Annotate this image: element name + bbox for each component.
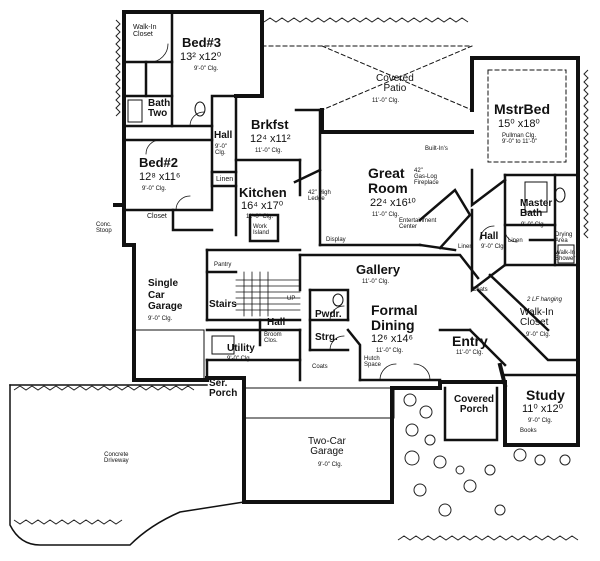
utility-clg: 9'-0" Clg. bbox=[227, 356, 252, 362]
hall-top-name: Hall bbox=[214, 130, 233, 141]
landscape-shrubs bbox=[13, 17, 589, 541]
garage-door-right bbox=[243, 387, 395, 419]
bed2-dim: 12⁸ x11⁶ bbox=[139, 171, 181, 183]
entry-name: Entry bbox=[452, 333, 488, 349]
great-room-dim: 22⁴ x16¹⁰ bbox=[370, 197, 416, 209]
built-ins: Built-In's bbox=[425, 146, 448, 152]
bath-two: Bath Two bbox=[148, 98, 171, 119]
driveway-edge bbox=[9, 384, 245, 546]
mstr-bed-dim: 15⁰ x18⁰ bbox=[498, 118, 540, 130]
linen-top: Linen bbox=[216, 176, 234, 183]
bed2-name: Bed#2 bbox=[139, 155, 179, 170]
two-car-garage-name: Two-Car Garage bbox=[308, 436, 346, 457]
up-label: UP bbox=[287, 296, 296, 302]
single-garage-clg: 9'-0" Clg. bbox=[148, 316, 173, 322]
gallery-clg: 11'-0" Clg. bbox=[362, 279, 390, 285]
formal-dining-clg: 11'-0" Clg. bbox=[376, 348, 404, 354]
bed3-clg: 9'-0" Clg. bbox=[194, 66, 219, 72]
linen-right: Linen bbox=[508, 238, 523, 244]
pantry: Pantry bbox=[214, 262, 232, 268]
study-clg: 9'-0" Clg. bbox=[528, 418, 553, 424]
walkin-closet-top: Walk-In Closet bbox=[133, 24, 157, 38]
covered-porch: Covered Porch bbox=[454, 394, 495, 415]
hall-mid: Hall bbox=[267, 317, 286, 328]
brkfst-clg: 11'-0" Clg. bbox=[255, 148, 283, 154]
driveway: Concrete Driveway bbox=[104, 452, 129, 464]
bed3-name: Bed#3 bbox=[182, 35, 222, 50]
master-bath-clg: 9'-0" Clg. bbox=[521, 222, 546, 228]
hall-right-clg: 9'-0" Clg. bbox=[481, 244, 506, 250]
kitchen-clg: 11'-0" Clg. bbox=[246, 214, 274, 220]
coats-right: Coats bbox=[472, 287, 488, 293]
bed2-clg: 9'-0" Clg. bbox=[142, 186, 167, 192]
coats-mid: Coats bbox=[312, 364, 328, 370]
bed3-dim: 13² x12⁰ bbox=[180, 51, 222, 63]
strg: Strg. bbox=[315, 332, 338, 343]
walkin-closet-right: Walk-In Closet bbox=[520, 307, 554, 328]
hutch-space: Hutch Space bbox=[364, 356, 382, 368]
fixtures bbox=[127, 99, 575, 355]
hall-top-clg: 9'-0" Clg. bbox=[215, 144, 227, 156]
walkin-closet-right-clg: 9'-0" Clg. bbox=[526, 332, 551, 338]
formal-dining-name: Formal Dining bbox=[371, 302, 418, 333]
two-car-garage-clg: 9'-0" Clg. bbox=[318, 462, 343, 468]
kitchen-name: Kitchen bbox=[239, 185, 287, 200]
hall-right-name: Hall bbox=[480, 231, 499, 242]
entry-clg: 11'-0" Clg. bbox=[456, 350, 484, 356]
study-dim: 11⁰ x12⁰ bbox=[522, 403, 564, 415]
great-room-name: Great Room bbox=[368, 165, 408, 196]
broom-clos: Broom Clos. bbox=[264, 332, 282, 344]
pwdr: Pwdr. bbox=[315, 309, 342, 320]
drying-area: Drying Area bbox=[555, 232, 573, 244]
formal-dining-dim: 12⁶ x14⁶ bbox=[371, 333, 414, 345]
study-name: Study bbox=[526, 387, 565, 403]
patio-outline bbox=[261, 45, 473, 111]
utility-name: Utility bbox=[227, 343, 255, 354]
interior-walls bbox=[122, 10, 580, 442]
brkfst-dim: 12⁴ x11² bbox=[250, 133, 291, 145]
walkin-shower: Walk-In Shower bbox=[555, 250, 576, 262]
display: Display bbox=[326, 237, 346, 243]
entertainment-center: Entertainment Center bbox=[399, 218, 437, 230]
books: Books bbox=[520, 428, 537, 434]
door-swings bbox=[145, 43, 518, 381]
closet-note: 2 LF hanging bbox=[527, 297, 562, 303]
covered-patio-name: Covered Patio bbox=[376, 73, 414, 94]
kitchen-dim: 16⁴ x17⁰ bbox=[241, 200, 284, 212]
gallery-name: Gallery bbox=[356, 262, 401, 277]
exterior-walls bbox=[113, 10, 580, 504]
mstr-bed-name: MstrBed bbox=[494, 101, 551, 117]
great-room-clg: 11'-0" Clg. bbox=[372, 212, 400, 218]
work-island: Work Island bbox=[253, 224, 270, 236]
closet-bed2: Closet bbox=[147, 213, 167, 220]
fireplace: 42" Gas-Log Fireplace bbox=[414, 168, 439, 186]
ser-porch: Ser. Porch bbox=[209, 378, 238, 399]
pullman-ceiling-outline bbox=[487, 69, 567, 163]
single-garage-name: Single Car Garage bbox=[148, 278, 183, 312]
linen-mid: Linen bbox=[458, 244, 473, 250]
brkfst-name: Brkfst bbox=[251, 117, 289, 132]
garage-door-left bbox=[133, 329, 205, 381]
stair-treads bbox=[235, 271, 301, 317]
conc-stoop: Conc. Stoop bbox=[96, 222, 112, 234]
stairs: Stairs bbox=[209, 299, 237, 310]
high-ledge: 42" High Ledge bbox=[308, 190, 331, 202]
master-bath-name: Master Bath bbox=[520, 198, 553, 219]
mstr-bed-clg: Pullman Clg. 9'-0" to 11'-0" bbox=[502, 133, 538, 145]
covered-patio-clg: 11'-0" Clg. bbox=[372, 98, 400, 104]
